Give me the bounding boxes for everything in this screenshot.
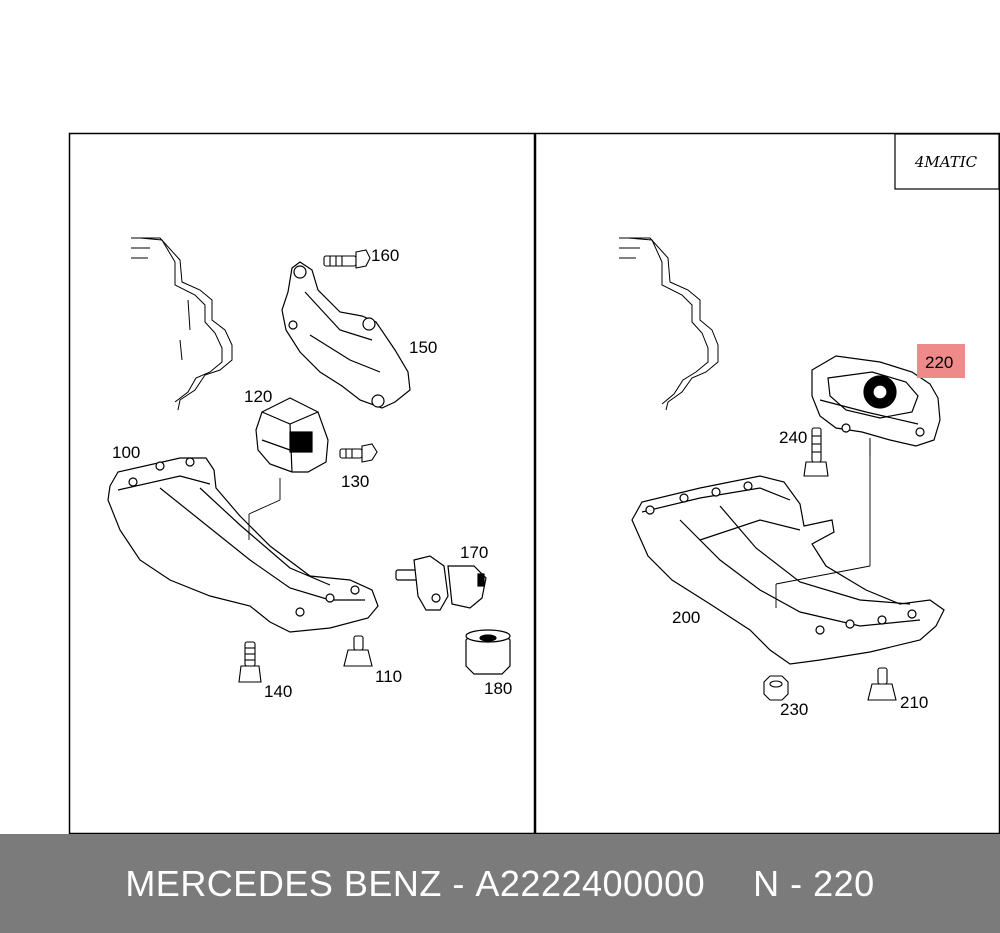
parts-diagram: 4MATIC bbox=[68, 132, 1000, 834]
callout-240: 240 bbox=[779, 428, 807, 447]
left-panel-frame bbox=[68, 132, 536, 834]
left-bushing-180 bbox=[465, 629, 511, 675]
footer-position-label: N - 220 bbox=[753, 863, 875, 904]
callout-150: 150 bbox=[409, 338, 437, 357]
footer-bar: MERCEDES BENZ - A2222400000 N - 220 bbox=[0, 834, 1000, 933]
left-crossmember-100 bbox=[107, 457, 379, 633]
callout-130: 130 bbox=[341, 472, 369, 491]
callout-170: 170 bbox=[460, 543, 488, 562]
left-bolt-160 bbox=[323, 249, 371, 269]
callout-140: 140 bbox=[264, 682, 292, 701]
callout-160: 160 bbox=[371, 246, 399, 265]
right-transmission-housing bbox=[619, 237, 719, 411]
right-bolt-240 bbox=[803, 427, 829, 477]
left-bolt-130 bbox=[339, 443, 378, 463]
callout-230: 230 bbox=[780, 700, 808, 719]
right-mount-220 bbox=[811, 355, 941, 456]
left-bolt-110 bbox=[343, 635, 373, 667]
left-bolt-140 bbox=[238, 641, 262, 683]
callout-120: 120 bbox=[244, 387, 272, 406]
4matic-badge: 4MATIC bbox=[894, 133, 1000, 190]
callout-220-highlight bbox=[917, 344, 965, 378]
left-transmission-housing bbox=[131, 237, 233, 411]
left-bracket-150 bbox=[281, 261, 411, 409]
right-crossmember-200 bbox=[631, 456, 945, 665]
callout-220: 220 bbox=[925, 353, 953, 372]
left-mount-170 bbox=[395, 555, 487, 611]
callout-180: 180 bbox=[484, 679, 512, 698]
callout-210: 210 bbox=[900, 693, 928, 712]
right-bolt-210 bbox=[867, 667, 897, 701]
callout-110: 110 bbox=[375, 667, 402, 686]
footer-brand: MERCEDES BENZ bbox=[125, 863, 442, 904]
footer-separator: - bbox=[452, 863, 465, 904]
left-mount-120 bbox=[255, 397, 329, 473]
callout-100: 100 bbox=[112, 443, 140, 462]
footer-caption: MERCEDES BENZ - A2222400000 N - 220 bbox=[0, 834, 1000, 933]
footer-part-number: A2222400000 bbox=[475, 863, 706, 904]
4matic-badge-text: 4MATIC bbox=[914, 153, 978, 171]
right-nut-230 bbox=[763, 675, 789, 701]
callout-200: 200 bbox=[672, 608, 700, 627]
